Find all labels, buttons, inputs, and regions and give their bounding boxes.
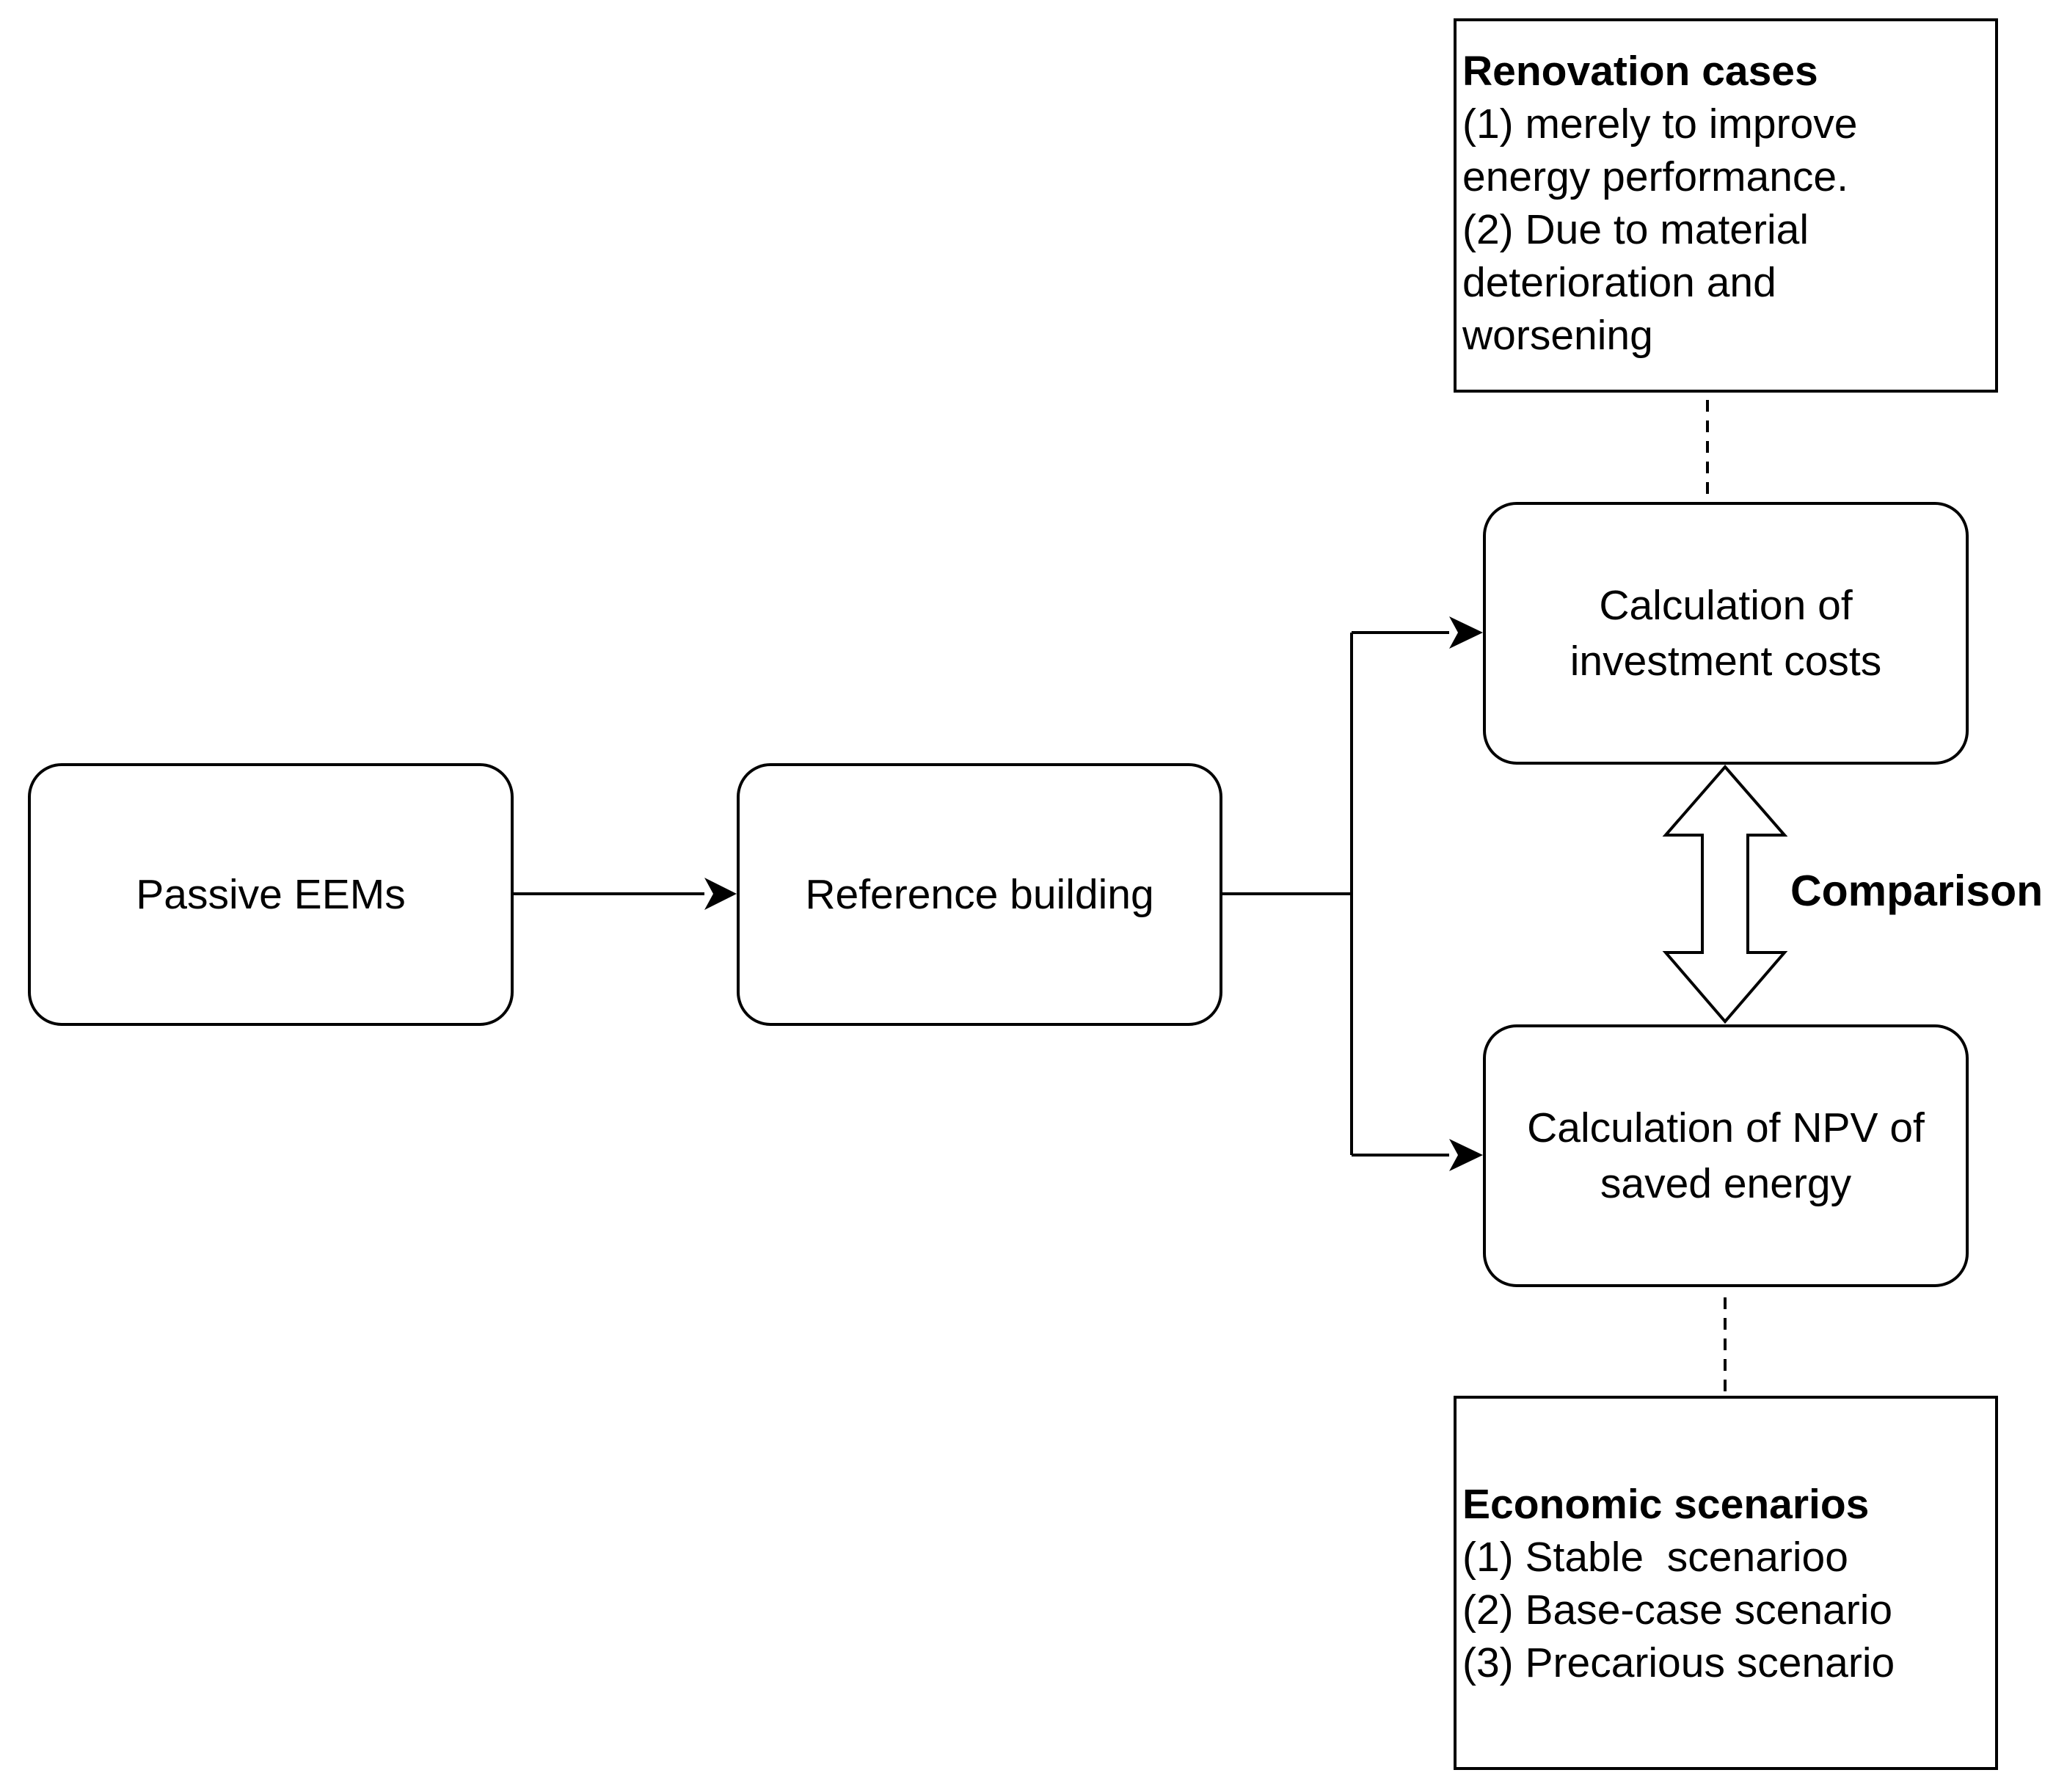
note-renovation-line: (2) Due to material — [1462, 206, 1809, 253]
node-investment-costs-line1: Calculation of — [1599, 582, 1853, 629]
note-economic-line: (1) Stable scenarioo — [1462, 1534, 1848, 1581]
comparison-double-arrow — [1662, 764, 1788, 1024]
node-passive-eems-label: Passive EEMs — [136, 871, 406, 918]
node-npv-saved-energy-line1: Calculation of NPV of — [1527, 1104, 1925, 1151]
node-investment-costs: Calculation of investment costs — [1483, 502, 1969, 765]
node-reference-building-label: Reference building — [805, 871, 1154, 918]
note-renovation-line: deterioration and — [1462, 259, 1776, 306]
note-renovation-line: worsening — [1462, 312, 1653, 359]
node-investment-costs-line2: investment costs — [1570, 638, 1882, 685]
arrowhead-reference — [704, 878, 737, 910]
node-passive-eems: Passive EEMs — [28, 763, 514, 1026]
note-renovation-cases: Renovation cases (1) merely to improve e… — [1454, 18, 1998, 393]
node-reference-building: Reference building — [737, 763, 1222, 1026]
note-economic-line: (2) Base-case scenario — [1462, 1587, 1893, 1633]
note-renovation-line: energy performance. — [1462, 153, 1848, 200]
node-npv-saved-energy: Calculation of NPV of saved energy — [1483, 1024, 1969, 1287]
arrowhead-investment — [1449, 616, 1483, 649]
note-economic-line: (3) Precarious scenario — [1462, 1639, 1895, 1686]
arrowhead-npv — [1449, 1139, 1483, 1171]
note-economic-scenarios: Economic scenarios (1) Stable scenarioo … — [1454, 1396, 1998, 1770]
note-renovation-line: (1) merely to improve — [1462, 101, 1858, 147]
comparison-label: Comparison — [1790, 867, 2044, 915]
note-renovation-title: Renovation cases — [1462, 48, 1818, 95]
note-economic-title: Economic scenarios — [1462, 1481, 1870, 1528]
node-npv-saved-energy-line2: saved energy — [1600, 1160, 1852, 1207]
